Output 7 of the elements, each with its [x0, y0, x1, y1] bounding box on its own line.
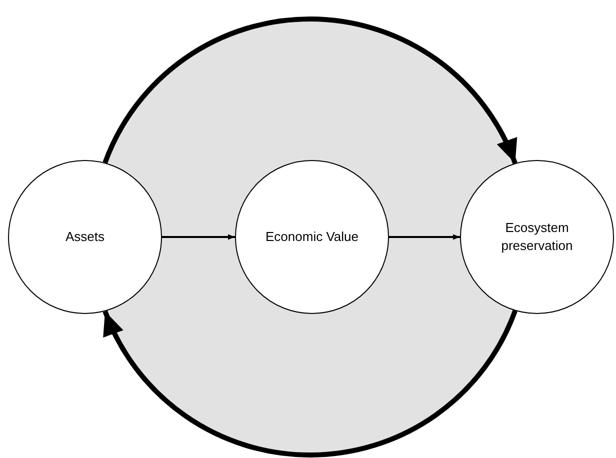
curved-arrow — [102, 16, 518, 164]
node-label: Ecosystem preservation — [500, 219, 574, 255]
arrow — [162, 234, 235, 240]
curved-arrow — [102, 310, 518, 458]
node-label: Economic Value — [266, 228, 358, 246]
arrow — [389, 234, 460, 240]
node-label: Assets — [65, 228, 104, 246]
